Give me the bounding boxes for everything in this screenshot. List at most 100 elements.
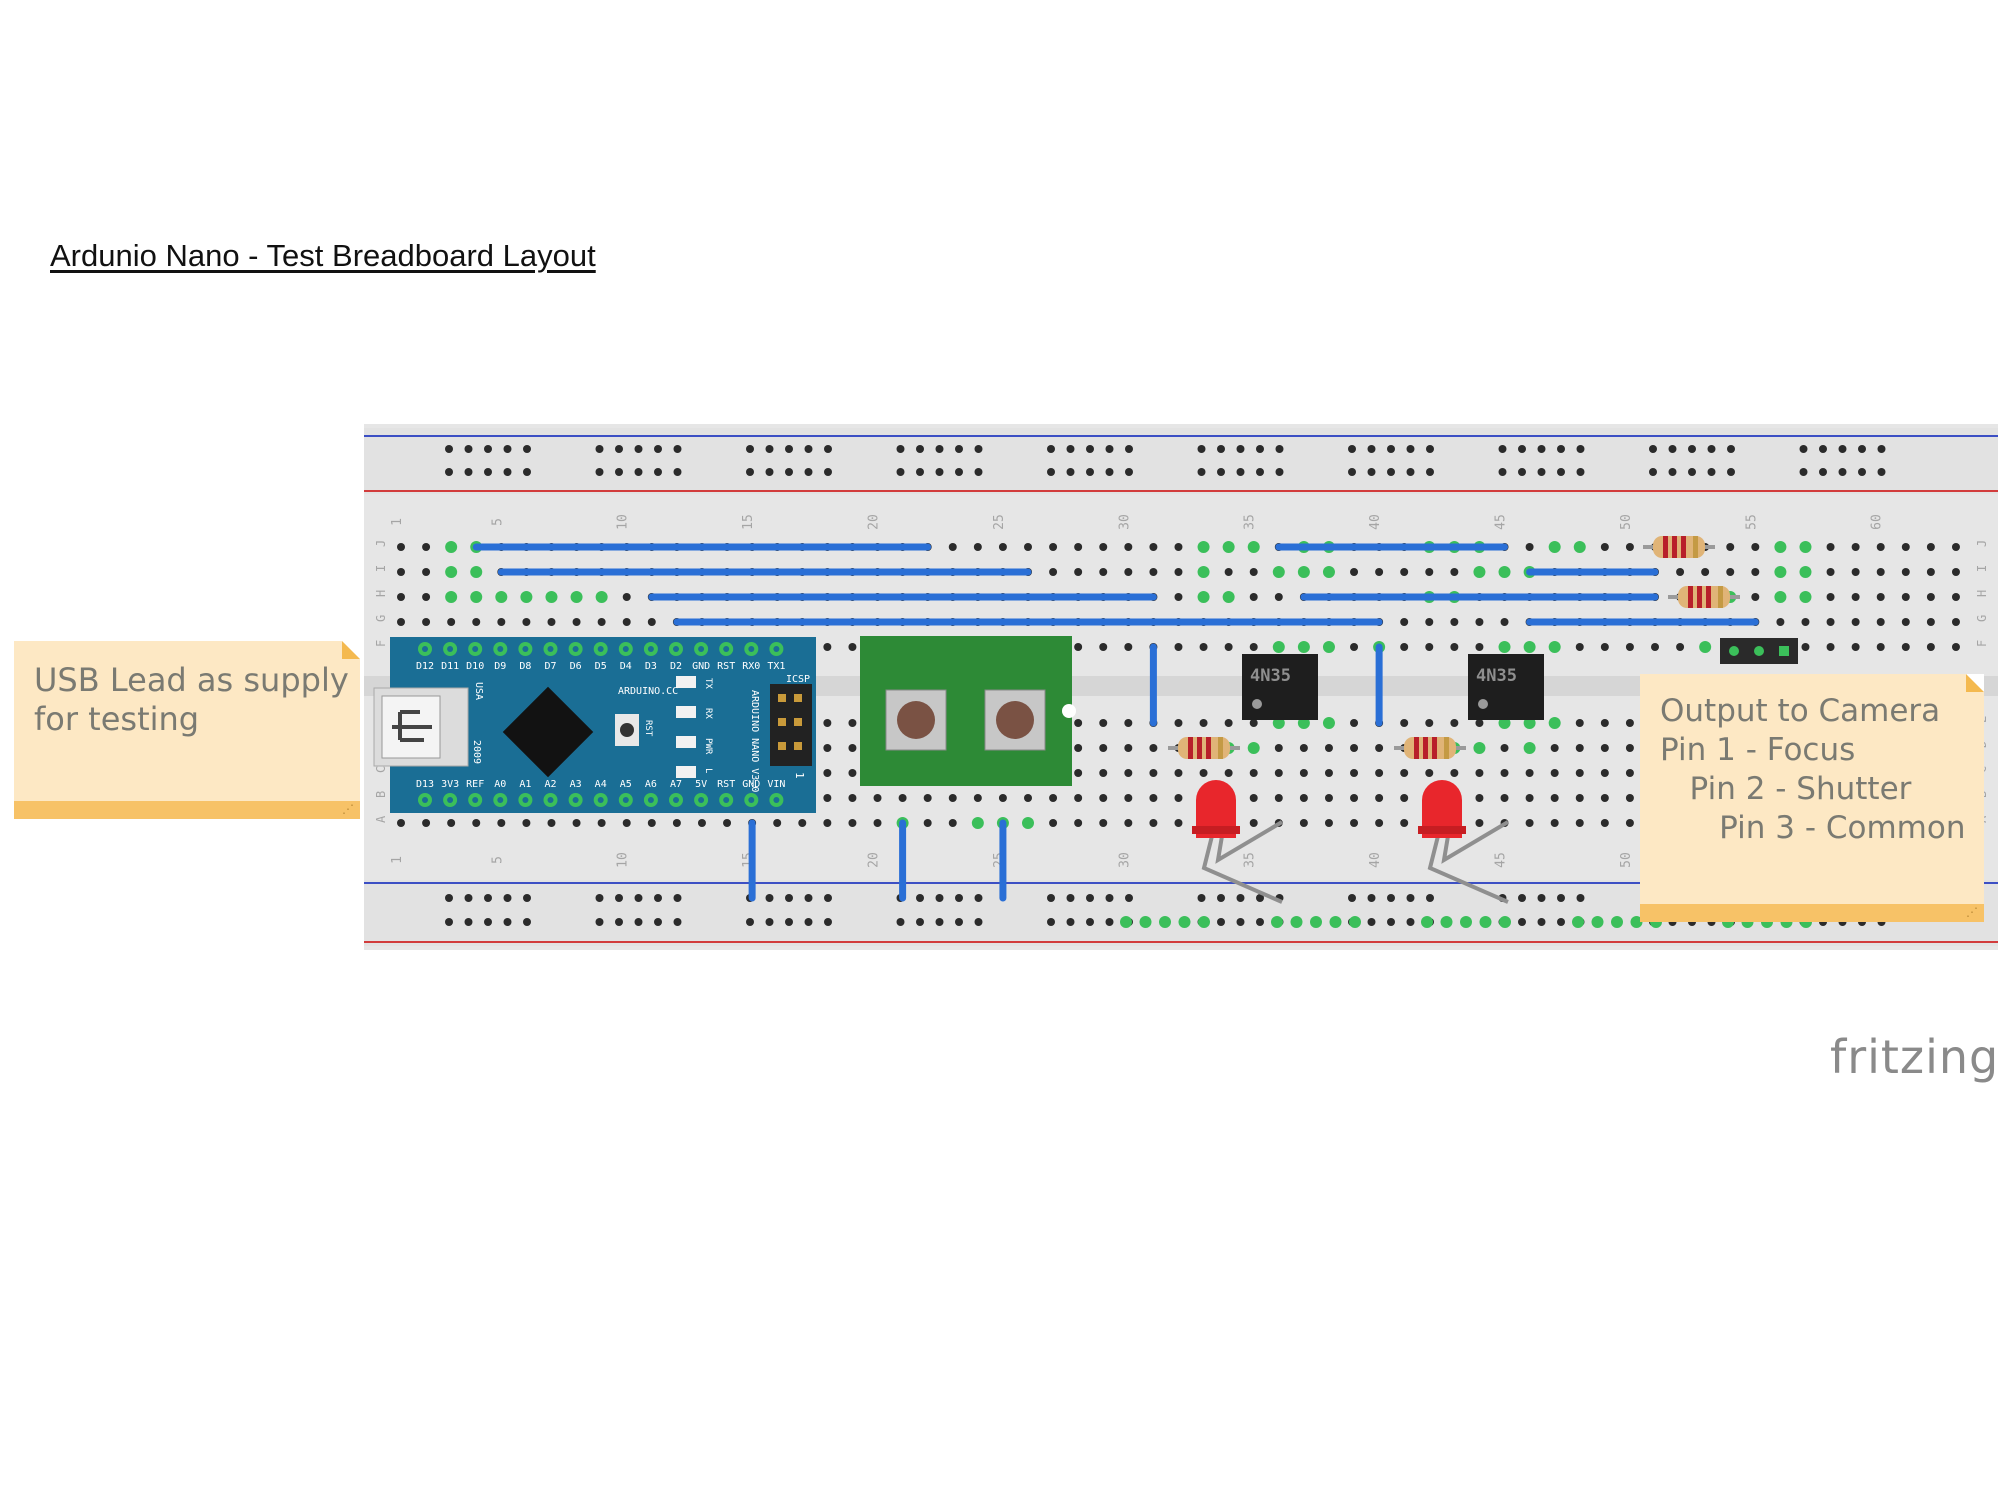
breadboard-hole <box>848 643 857 651</box>
rail-hole <box>746 445 754 453</box>
rail-hole <box>673 468 682 476</box>
breadboard-hole <box>1726 568 1735 576</box>
resistor-2-band <box>1414 737 1419 759</box>
breadboard-hole <box>1951 593 1960 601</box>
connected-rail-hole <box>1479 916 1492 928</box>
rail-hole <box>1066 468 1075 476</box>
rail-hole <box>1047 445 1055 453</box>
diagram-title: Ardunio Nano - Test Breadboard Layout <box>50 238 596 273</box>
breadboard-hole <box>1299 769 1308 777</box>
resize-grip-icon[interactable]: ⋰ <box>342 802 354 816</box>
breadboard-hole <box>597 819 606 827</box>
breadboard-hole <box>1074 643 1083 651</box>
connected-hole <box>1523 742 1536 754</box>
connected-rail-hole <box>1349 916 1361 928</box>
breadboard-hole <box>1350 794 1359 802</box>
row-letter: B <box>374 791 388 798</box>
rail-hole <box>1557 894 1565 902</box>
breadboard-hole <box>1475 643 1484 651</box>
breadboard-hole <box>497 618 506 626</box>
connected-rail-hole <box>1310 916 1322 928</box>
breadboard-hole <box>1475 794 1484 802</box>
arduino-bottom-pin-center <box>673 797 679 803</box>
rail-hole <box>595 468 604 476</box>
rail-hole <box>1537 445 1546 453</box>
resize-grip-icon[interactable]: ⋰ <box>1966 905 1978 919</box>
rail-hole <box>1426 468 1434 476</box>
breadboard-hole <box>472 618 481 626</box>
connected-hole <box>971 817 984 829</box>
rail-hole <box>974 468 983 476</box>
breadboard-hole <box>1826 593 1835 601</box>
arduino-bottom-pin-center <box>622 797 629 803</box>
breadboard-hole <box>1901 618 1910 626</box>
rail-hole <box>615 918 623 926</box>
breadboard-hole <box>923 819 932 827</box>
led-2-leg-2 <box>1441 820 1510 864</box>
connected-rail-hole <box>1499 916 1511 928</box>
rail-hole <box>1236 894 1245 902</box>
connected-hole <box>1272 566 1285 578</box>
column-number: 5 <box>490 856 505 864</box>
breadboard-hole <box>1851 593 1860 601</box>
breadboard-hole <box>1450 568 1459 576</box>
connected-rail-hole <box>1611 916 1623 928</box>
breadboard-hole <box>1074 568 1083 576</box>
arduino-bottom-pin-label: VIN <box>767 779 785 790</box>
note-bar <box>1640 904 1984 922</box>
breadboard-hole <box>1901 568 1910 576</box>
rail-hole <box>955 468 963 476</box>
breadboard-hole <box>1575 719 1584 727</box>
led-2-body <box>1422 780 1462 838</box>
breadboard-hole <box>1274 769 1283 777</box>
rail-hole <box>484 894 492 902</box>
rail-hole <box>1406 918 1415 926</box>
breadboard-hole <box>723 819 732 827</box>
note-fold <box>342 641 360 659</box>
breadboard-hole <box>773 819 782 827</box>
breadboard-hole <box>1425 568 1434 576</box>
resistor-1-band <box>1188 737 1193 759</box>
breadboard-hole <box>1550 794 1559 802</box>
connected-hole <box>1699 641 1712 653</box>
connected-hole <box>1799 541 1812 553</box>
rail-hole <box>503 918 512 926</box>
arduino-top-pin-label: D11 <box>441 661 459 672</box>
resistor-1-band <box>1197 737 1202 759</box>
breadboard-hole <box>848 794 857 802</box>
connected-hole <box>1222 541 1235 553</box>
rail-hole <box>746 918 754 926</box>
row-letter: J <box>374 540 388 547</box>
rail-hole <box>1557 445 1565 453</box>
breadboard-hole <box>447 618 456 626</box>
note-fold <box>1966 674 1984 692</box>
breadboard-hole <box>1350 769 1359 777</box>
optocoupler-2-label: 4N35 <box>1476 666 1517 686</box>
breadboard-hole <box>1600 794 1609 802</box>
breadboard-hole <box>1425 769 1434 777</box>
breadboard-hole <box>597 618 606 626</box>
rail-hole <box>654 445 662 453</box>
rail-hole <box>484 445 492 453</box>
breadboard-hole <box>1575 794 1584 802</box>
breadboard-hole <box>647 618 656 626</box>
breadboard-hole <box>1550 744 1559 752</box>
breadboard-hole <box>1274 794 1283 802</box>
rail-hole <box>785 445 793 453</box>
rail-hole <box>1838 468 1847 476</box>
breadboard-hole <box>1475 819 1484 827</box>
breadboard-hole <box>1926 643 1935 651</box>
led-1 <box>1192 780 1284 904</box>
arduino-bottom-pin-center <box>572 797 579 803</box>
breadboard-hole <box>1826 543 1835 551</box>
button-1-cap <box>897 701 935 739</box>
arduino-bottom-pin-center <box>422 797 428 803</box>
connected-rail-hole <box>1440 916 1453 928</box>
optocoupler-2-dot <box>1478 699 1488 709</box>
breadboard-hole <box>1901 543 1910 551</box>
breadboard-hole <box>1951 568 1960 576</box>
rail-hole <box>673 445 682 453</box>
rail-hole <box>1668 445 1677 453</box>
breadboard-hole <box>647 819 656 827</box>
row-letter: H <box>374 590 388 597</box>
